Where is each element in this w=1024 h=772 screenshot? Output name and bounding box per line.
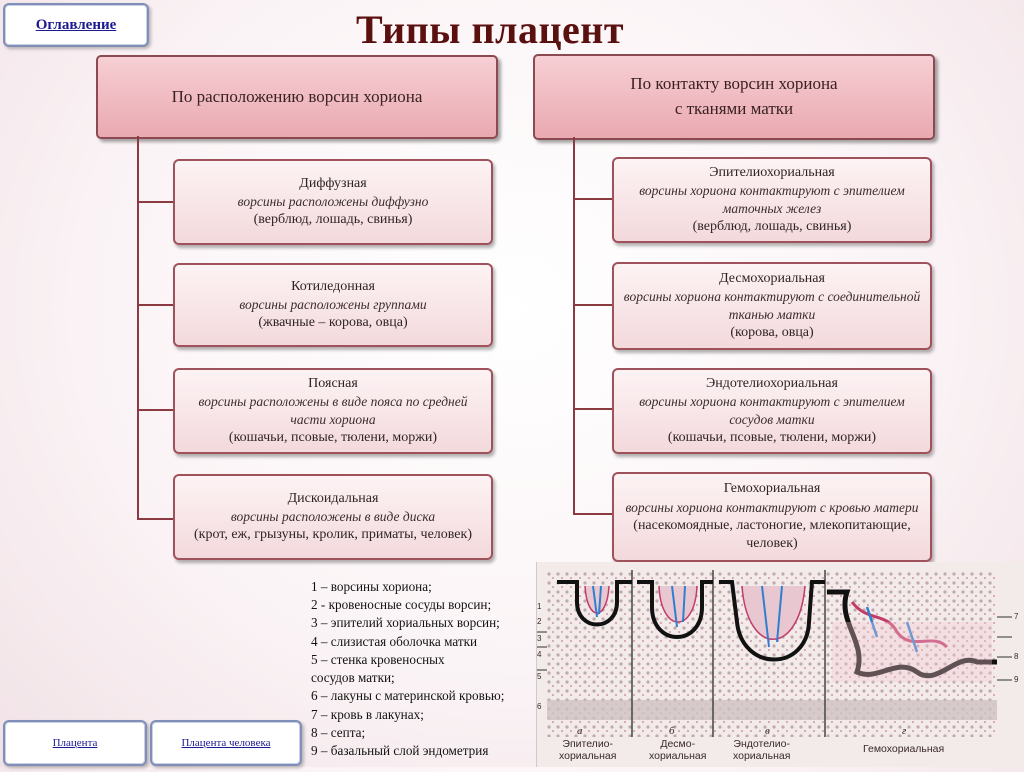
left-header-text: По расположению ворсин хориона [171,86,423,106]
panel-letter-g: г [902,725,907,737]
left-header-box: По расположению ворсин хориона [96,55,498,139]
card-description: ворсины хориона контактируют с эпителием… [639,183,905,216]
left-connector-branch-1 [137,201,173,203]
panel-letter-v: в [765,725,770,737]
caption-line: хориальная [559,750,617,763]
card-examples: (верблюд, лошадь, свинья) [253,211,413,227]
left-number: 5 [537,672,542,681]
right-header-line1: По контакту ворсин хориона [630,74,838,94]
card-description: ворсины расположены диффузно [237,194,429,210]
legend-item: 3 – эпителий хориальных ворсин; [311,615,500,631]
card-title: Дискоидальная [287,490,379,506]
right-number: 7 [1014,612,1019,621]
right-header-line2: с тканями матки [674,99,794,118]
left-connector-branch-4 [137,518,173,520]
placenta-label: Плацента [52,737,98,749]
placenta-link-button[interactable]: Плацента [3,720,147,766]
card-examples: (верблюд, лошадь, свинья) [692,218,852,234]
right-connector-branch-1 [573,198,612,200]
left-number: 1 [537,602,542,611]
legend-item: 1 – ворсины хориона; [311,579,432,594]
card-title: Котиледонная [291,278,375,294]
card-epitheliochorial: Эпителиохориальная ворсины хориона конта… [612,157,932,243]
card-examples: (крот, еж, грызуны, кролик, приматы, чел… [194,526,472,542]
legend-item: сосудов матки; [311,670,395,686]
legend-item: 8 – септа; [311,724,366,740]
legend-item: 2 - кровеносные сосуды ворсин; [311,597,492,613]
card-description: ворсины хориона контактируют с кровью ма… [625,499,919,515]
left-number: 3 [537,634,542,643]
caption-line: Эндотелио- [733,738,791,750]
card-description: ворсины расположены в виде пояса по сред… [198,394,468,427]
card-discoidal: Дискоидальная ворсины расположены в виде… [173,474,493,560]
left-connector-vertical [137,136,139,520]
card-description: ворсины хориона контактируют с соедините… [623,289,921,322]
card-cotyledonary: Котиледонная ворсины расположены группам… [173,263,493,347]
caption-line: Десмо- [660,738,696,750]
card-description: ворсины расположены в виде диска [230,509,436,525]
legend-item: 4 – слизистая оболочка матки [311,633,478,649]
right-connector-branch-3 [573,408,612,410]
legend-list: 1 – ворсины хориона; 2 - кровеносные сос… [311,578,543,760]
caption-line: хориальная [649,750,707,763]
card-diffuse: Диффузная ворсины расположены диффузно (… [173,159,493,245]
card-title: Десмохориальная [719,270,825,286]
right-connector-branch-2 [573,304,612,306]
placenta-types-illustration: а б в г 1 2 3 4 5 6 7 8 9 Эпителио- хори… [536,562,1024,767]
placenta-cross-section-drawing [537,562,1024,767]
human-placenta-link-button[interactable]: Плацента человека [150,720,302,766]
left-number: 2 [537,617,542,626]
human-placenta-label: Плацента человека [181,737,271,749]
caption-desmochorial: Десмо- хориальная [649,738,706,762]
right-header-box: По контакту ворсин хориона с тканями мат… [533,54,935,140]
caption-line: хориальная [733,750,791,763]
card-description: ворсины расположены группами [239,297,427,313]
card-title: Диффузная [299,175,367,191]
left-number: 6 [537,702,542,711]
legend-item: 7 – кровь в лакунах; [311,706,424,722]
card-desmochorial: Десмохориальная ворсины хориона контакти… [612,262,932,350]
toc-button[interactable]: Оглавление [3,3,149,47]
caption-epitheliochorial: Эпителио- хориальная [559,738,616,762]
card-examples: (кошачьи, псовые, тюлени, моржи) [667,429,877,445]
caption-line: Гемохориальная [863,743,945,755]
right-number: 8 [1014,652,1019,661]
right-connector-vertical [573,137,575,515]
legend-item: 9 – базальный слой эндометрия [311,742,489,758]
legend-item: 6 – лакуны с материнской кровью; [311,688,505,704]
toc-label: Оглавление [35,16,117,33]
card-examples: (кошачьи, псовые, тюлени, моржи) [228,429,438,445]
card-description: ворсины хориона контактируют с эпителием… [639,394,905,427]
card-title: Эндотелиохориальная [706,375,838,391]
card-examples: (жвачные – корова, овца) [258,314,408,330]
right-connector-branch-4 [573,513,612,515]
left-number: 4 [537,650,542,659]
legend-item: 5 – стенка кровеносных [311,651,445,667]
card-examples: (корова, овца) [730,324,814,340]
caption-line: Эпителио- [562,738,614,750]
card-title: Эпителиохориальная [709,164,835,180]
card-hemochorial: Гемохориальная ворсины хориона контактир… [612,472,932,562]
left-connector-branch-3 [137,409,173,411]
card-zonary: Поясная ворсины расположены в виде пояса… [173,368,493,454]
right-number: 9 [1014,675,1019,684]
panel-letter-a: а [577,725,583,737]
card-endotheliochorial: Эндотелиохориальная ворсины хориона конт… [612,368,932,454]
panel-letter-b: б [669,725,675,737]
page-title: Типы плацент [356,7,624,52]
caption-endotheliochorial: Эндотелио- хориальная [733,738,790,762]
left-connector-branch-2 [137,304,173,306]
card-title: Гемохориальная [723,481,821,497]
caption-hemochorial: Гемохориальная [863,743,944,755]
card-examples: (насекомоядные, ластоногие, млекопитающи… [633,517,911,552]
card-title: Поясная [308,375,358,391]
